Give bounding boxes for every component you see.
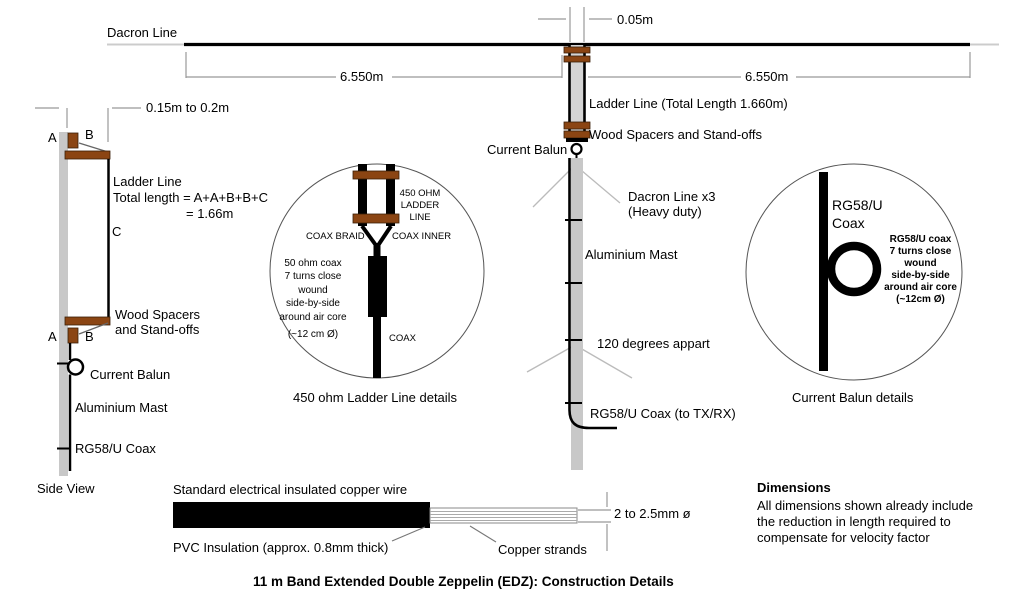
dimension-lines <box>35 7 971 551</box>
label-c: C <box>112 224 122 239</box>
coax-braid-label: COAX BRAID <box>306 231 365 242</box>
balun-detail-drawing <box>745 163 963 381</box>
inner-lead <box>377 224 393 246</box>
current-balun-label-side: Current Balun <box>90 367 171 382</box>
coil-note-label: 50 ohm coax 7 turns close wound side-by-… <box>279 258 347 323</box>
aluminium-mast-label-side: Aluminium Mast <box>75 400 168 415</box>
coax-inner-label: COAX INNER <box>392 231 452 242</box>
mast-section-ticks <box>565 219 582 404</box>
coax-exit-curve <box>568 409 617 430</box>
spacer-top-2 <box>563 55 591 63</box>
spacer-top-1 <box>563 46 591 54</box>
pvc-leader-line <box>391 526 426 542</box>
balun-detail-caption: Current Balun details <box>792 390 914 405</box>
ladder-wire-right <box>386 164 395 226</box>
left-span-dim-label: 6.550m <box>340 69 384 84</box>
side-mast <box>59 132 68 476</box>
current-balun-label-center: Current Balun <box>487 142 568 157</box>
ladder-detail-caption: 450 ohm Ladder Line details <box>293 390 458 405</box>
balun-winding-note: RG58/U coax 7 turns close wound side-by-… <box>884 234 957 305</box>
pvc-label: PVC Insulation (approx. 0.8mm thick) <box>173 540 389 555</box>
wire-slope-bottom <box>78 322 109 335</box>
braid-lead <box>360 224 377 246</box>
coax-coil <box>368 256 387 317</box>
ladder-cap <box>566 138 588 142</box>
aluminium-mast-label-center: Aluminium Mast <box>585 247 678 262</box>
ladder-line-formula: Total length = A+A+B+B+C <box>113 190 269 205</box>
wood-spacer-end-top <box>67 132 79 149</box>
dimensions-body: All dimensions shown already include the… <box>757 498 974 545</box>
wood-spacers-side-label: Wood Spacers and Stand-offs <box>115 307 201 338</box>
ladder-fill <box>570 45 584 139</box>
label-b-top: B <box>85 127 94 142</box>
balun-coax-run <box>819 172 828 371</box>
wire-heading-label: Standard electrical insulated copper wir… <box>173 482 408 497</box>
balun-coax-label: RG58/U Coax <box>832 197 883 231</box>
wire-gap-dim-label: 0.05m <box>617 12 654 27</box>
dacron-x3-label: Dacron Line x3 (Heavy duty) <box>628 189 716 220</box>
offset-dim-label: 0.15m to 0.2m <box>146 100 230 115</box>
ladder-450ohm-label: 450 OHM LADDER LINE <box>399 188 441 223</box>
wood-spacer-bar-top <box>64 150 111 160</box>
current-balun-symbol <box>66 358 85 376</box>
coax-label-side: RG58/U Coax <box>75 441 156 456</box>
ladder-line-title: Ladder Line <box>113 174 182 189</box>
wire-detail-drawing <box>173 502 578 543</box>
label-a-bottom: A <box>48 329 57 344</box>
strand-lines <box>430 511 577 521</box>
ladder-line-total: = 1.66m <box>186 206 234 221</box>
label-b-bottom: B <box>85 329 94 344</box>
wood-spacer-end-bottom <box>67 327 79 344</box>
spacer-bot-1 <box>563 121 591 130</box>
label-a-top: A <box>48 130 57 145</box>
page-title: 11 m Band Extended Double Zeppelin (EDZ)… <box>253 574 674 589</box>
pvc-insulation <box>173 502 430 528</box>
center-mast-drawing <box>526 45 633 470</box>
strands-leader-line <box>469 525 497 543</box>
dimensions-heading: Dimensions <box>757 480 831 495</box>
coax-txrx-label: RG58/U Coax (to TX/RX) <box>590 406 736 421</box>
wood-spacer-bar-bottom <box>64 316 111 326</box>
detail-circle-balun <box>745 163 963 381</box>
side-view-drawing <box>57 132 111 476</box>
copper-strands-label: Copper strands <box>498 542 587 557</box>
coax-tail <box>373 317 381 378</box>
center-mast <box>571 158 583 470</box>
side-view-caption: Side View <box>37 481 95 496</box>
coil-diameter-label: (~12 cm Ø) <box>287 329 339 340</box>
balun-coil-loop <box>826 241 882 297</box>
dacron-line-label: Dacron Line <box>107 25 178 40</box>
diameter-dim-label: 2 to 2.5mm ø <box>614 506 691 521</box>
wood-spacers-label: Wood Spacers and Stand-offs <box>589 127 762 142</box>
right-span-dim-label: 6.550m <box>745 69 789 84</box>
ladder-detail-drawing <box>269 163 485 379</box>
current-balun-symbol-center <box>570 142 583 156</box>
coax-stem <box>373 243 381 257</box>
ladder-wire-left <box>358 164 367 226</box>
wire-slope-top <box>78 142 109 153</box>
ladder-line-label: Ladder Line (Total Length 1.660m) <box>589 96 788 111</box>
spacer-bar-1 <box>352 170 400 180</box>
spacer-bot-2 <box>563 130 591 139</box>
spread-label: 120 degrees appart <box>597 336 710 351</box>
spacer-bar-2 <box>352 213 400 224</box>
coax-label-detail: COAX <box>389 333 416 344</box>
